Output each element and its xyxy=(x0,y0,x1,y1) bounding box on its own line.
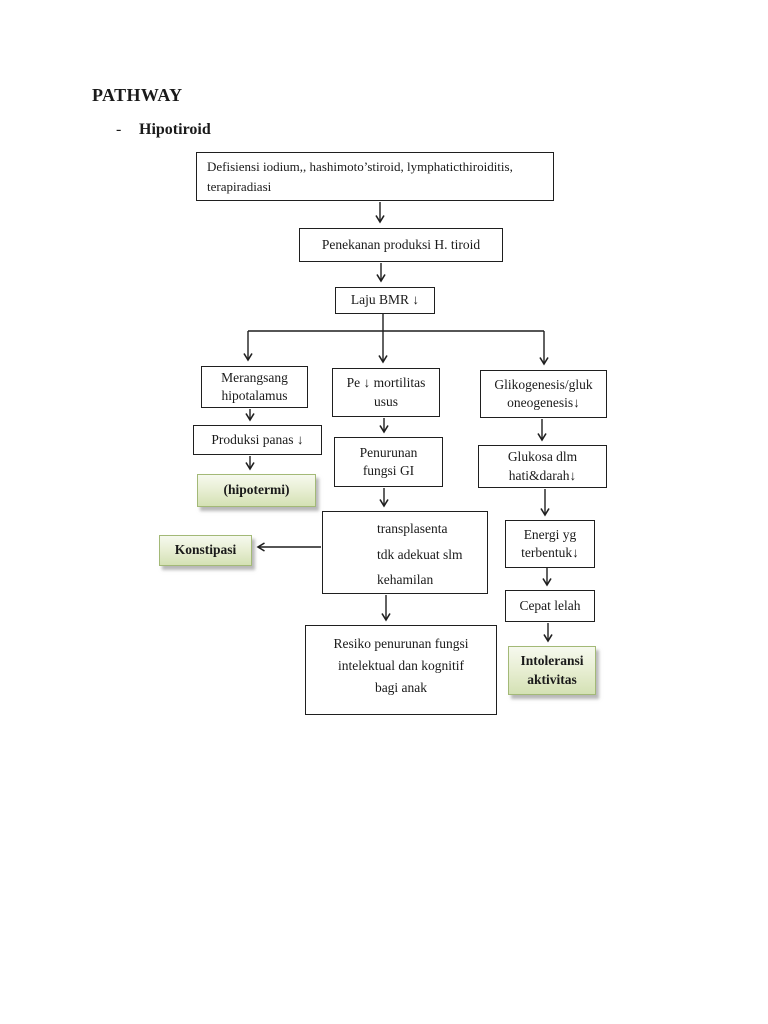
node-glikogenesis-line-1: Glikogenesis/gluk xyxy=(494,376,593,392)
page-title: PATHWAY xyxy=(92,85,183,105)
node-glukosa-line-2: hati&darah↓ xyxy=(508,467,577,483)
node-transplasenta: transplasenta tdk adekuat slm kehamilan xyxy=(322,511,488,594)
node-transplasenta-line-2: tdk adekuat slm xyxy=(377,546,463,562)
node-merangsang-line-2: hipotalamus xyxy=(221,388,288,403)
node-resiko-penurunan-fungsi: Resiko penurunan fungsi intelektual dan … xyxy=(305,625,497,715)
node-intoleransi-line-2: aktivitas xyxy=(527,671,577,687)
section-heading-hipotiroid: Hipotiroid xyxy=(139,121,211,138)
node-defisiensi-etiologi: Defisiensi iodium,, hashimoto’stiroid, l… xyxy=(196,152,554,201)
node-resiko-line-3: bagi anak xyxy=(374,680,428,695)
node-produksi-panas-label: Produksi panas ↓ xyxy=(211,431,304,447)
node-diagnosis-konstipasi: Konstipasi xyxy=(159,535,252,566)
node-penurunan-fungsi-gi: Penurunan fungsi GI xyxy=(334,437,443,487)
node-transplasenta-line-3: kehamilan xyxy=(377,572,434,587)
node-pe-line-1: Pe ↓ mortilitas xyxy=(346,375,426,391)
node-intoleransi-line-1: Intoleransi xyxy=(520,653,584,669)
node-diagnosis-hipotermi: (hipotermi) xyxy=(197,474,316,507)
node-energi-line-1: Energi yg xyxy=(523,526,577,542)
node-penekanan-produksi: Penekanan produksi H. tiroid xyxy=(299,228,503,262)
node-laju-bmr-label: Laju BMR ↓ xyxy=(350,292,420,308)
node-merangsang-hipotalamus: Merangsang hipotalamus xyxy=(201,366,308,408)
node-defisiensi-line-2: terapiradiasi xyxy=(207,179,272,194)
node-glikogenesis-line-2: oneogenesis↓ xyxy=(507,395,580,410)
node-resiko-line-1: Resiko penurunan fungsi xyxy=(333,636,469,651)
node-konstipasi-label: Konstipasi xyxy=(174,542,237,558)
node-glukosa-hati-darah: Glukosa dlm hati&darah↓ xyxy=(478,445,607,488)
node-penurunan-line-1: Penurunan xyxy=(359,444,418,460)
node-laju-bmr: Laju BMR ↓ xyxy=(335,287,435,314)
node-pe-line-2: usus xyxy=(373,393,398,409)
list-marker: - xyxy=(116,121,122,138)
node-penurunan-line-2: fungsi GI xyxy=(362,463,415,478)
node-hipotermi-label: (hipotermi) xyxy=(223,482,290,498)
node-energi-line-2: terbentuk↓ xyxy=(521,545,579,560)
node-cepat-lelah: Cepat lelah xyxy=(505,590,595,622)
node-diagnosis-intoleransi-aktivitas: Intoleransi aktivitas xyxy=(508,646,596,695)
node-merangsang-line-1: Merangsang xyxy=(221,369,288,385)
node-penekanan-label: Penekanan produksi H. tiroid xyxy=(321,236,481,252)
node-transplasenta-line-1: transplasenta xyxy=(377,521,448,536)
node-defisiensi-line-1: Defisiensi iodium,, hashimoto’stiroid, l… xyxy=(207,159,513,174)
node-energi-terbentuk: Energi yg terbentuk↓ xyxy=(505,520,595,568)
node-cepat-lelah-label: Cepat lelah xyxy=(519,597,581,613)
node-pe-mortilitas-usus: Pe ↓ mortilitas usus xyxy=(332,368,440,417)
node-glukosa-line-1: Glukosa dlm xyxy=(507,449,578,465)
node-glikogenesis: Glikogenesis/gluk oneogenesis↓ xyxy=(480,370,607,418)
node-resiko-line-2: intelektual dan kognitif xyxy=(338,658,464,673)
node-produksi-panas: Produksi panas ↓ xyxy=(193,425,322,455)
